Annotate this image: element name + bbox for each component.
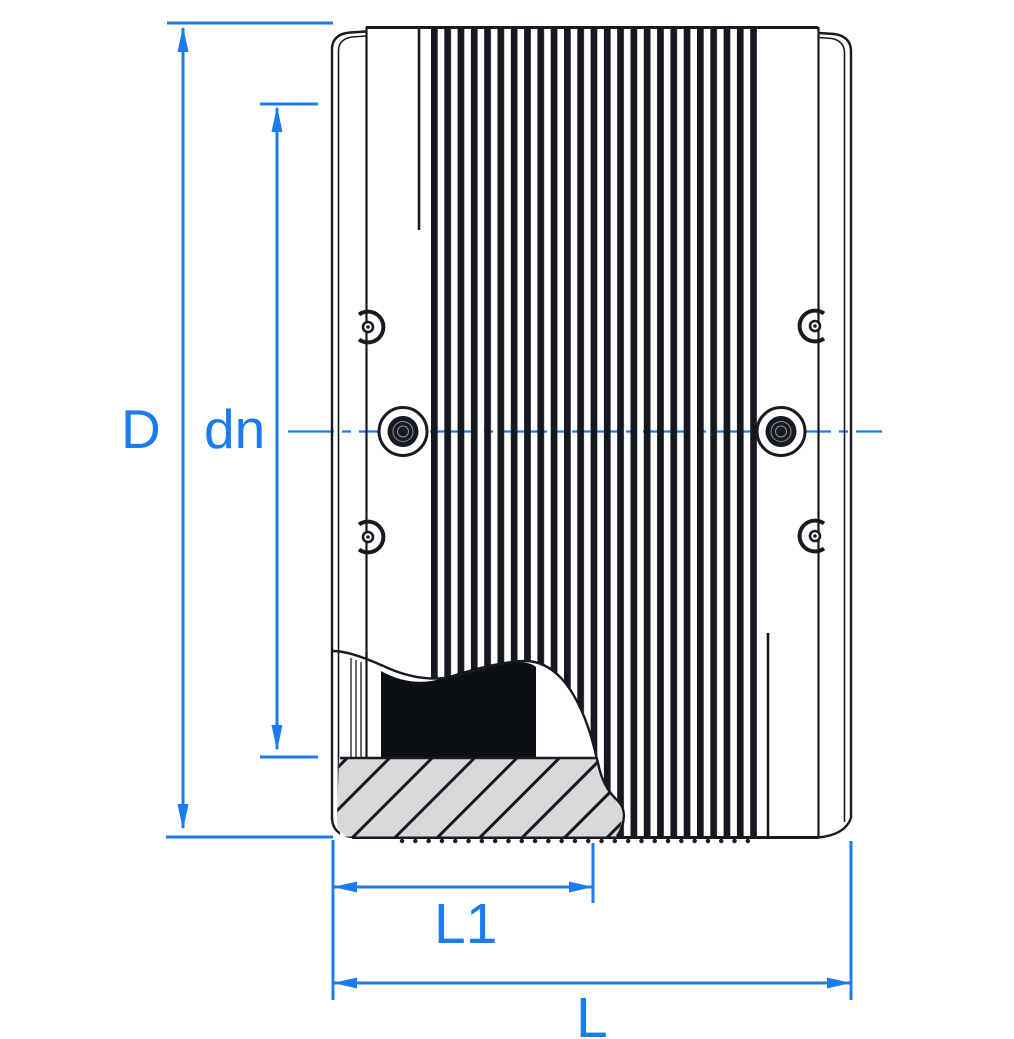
l1-arrow-left <box>333 881 357 893</box>
l-arrow-left <box>333 977 357 989</box>
terminal-right-icon <box>755 406 807 457</box>
dimension-label-nominal-diameter: dn <box>204 398 266 460</box>
left-mouth-inner <box>337 35 367 824</box>
pipe-wall-hatch-lines <box>336 758 623 837</box>
dn-arrow-down <box>271 725 283 751</box>
d-arrow-down <box>177 804 189 830</box>
l1-arrow-right <box>569 881 593 893</box>
dn-arrow-up <box>271 106 283 132</box>
tear-outline <box>332 649 626 838</box>
right-mouth-inner <box>818 36 846 822</box>
cutaway-section <box>332 649 759 844</box>
heating-coil-area <box>381 661 536 757</box>
right-mouth-outer <box>818 31 853 818</box>
left-mouth-outer <box>330 30 367 820</box>
l-arrow-right <box>827 977 851 989</box>
bottom-left-corner <box>330 817 353 839</box>
d-arrow-up <box>177 26 189 52</box>
terminal-left-icon <box>377 406 429 457</box>
dimension-label-overall-length: L <box>576 986 608 1039</box>
bottom-right-corner <box>817 817 853 839</box>
dimension-lines <box>166 21 853 1000</box>
dimension-label-outer-diameter: D <box>121 398 161 460</box>
dimension-label-insertion-length: L1 <box>434 892 498 956</box>
